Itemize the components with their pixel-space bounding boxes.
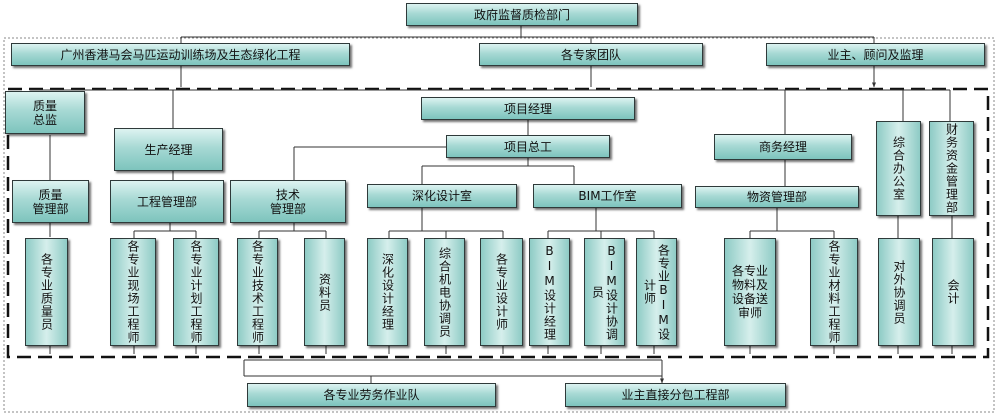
owner-consultant-box: 业主、顾问及监理	[766, 43, 985, 66]
staff-label: 各专业质量员	[39, 253, 54, 331]
staff-document-clerk: 资料员	[304, 238, 345, 346]
gov-supervision-box: 政府监督质检部门	[406, 3, 638, 26]
staff-mep-coordinator: 综合机电协调员	[424, 238, 465, 346]
materials-dept-box: 物资管理部	[695, 186, 859, 208]
staff-quality-inspector: 各专业质量员	[25, 238, 68, 346]
project-owner-box: 广州香港马会马匹运动训练场及生态绿化工程	[11, 43, 350, 66]
project-team-dashed-boundary	[6, 87, 990, 359]
outer-dotted-boundary	[3, 37, 995, 413]
production-manager-box: 生产经理	[114, 128, 223, 171]
staff-designer: 各专业设计师	[480, 238, 523, 346]
finance-dept-box: 财务资金管理部	[929, 121, 974, 216]
project-manager-box: 项目经理	[421, 97, 635, 120]
commercial-manager-box: 商务经理	[714, 134, 852, 160]
staff-bim-designer: 各专业BIM设计师	[636, 238, 677, 346]
staff-detail-design-manager: 深化设计经理	[367, 238, 408, 346]
staff-label: 深化设计经理	[380, 253, 395, 331]
admin-office-label: 综合办公室	[891, 136, 906, 201]
staff-label: 各专业物料及设备送审师	[731, 264, 768, 320]
staff-bim-coordinator: BIM设计协调员	[584, 238, 625, 346]
detail-design-room-box: 深化设计室	[367, 184, 517, 208]
technical-dept-box: 技术 管理部	[230, 180, 346, 223]
staff-label: 各专业BIM设计师	[642, 243, 671, 341]
staff-label: BIM设计经理	[542, 243, 557, 341]
staff-external-coordinator: 对外协调员	[878, 238, 920, 346]
bim-studio-box: BIM工作室	[533, 184, 682, 208]
staff-label: 综合机电协调员	[437, 246, 452, 338]
staff-label: 各专业现场工程师	[126, 240, 140, 344]
staff-label: 对外协调员	[892, 259, 906, 325]
expert-team-box: 各专家团队	[479, 43, 703, 66]
quality-dept-box: 质量 管理部	[12, 180, 89, 223]
owner-subcontract-box: 业主直接分包工程部	[565, 383, 786, 407]
staff-label: 会计	[946, 279, 960, 305]
staff-site-engineer: 各专业现场工程师	[110, 238, 156, 346]
staff-label: 各专业技术工程师	[250, 240, 265, 344]
staff-label: 资料员	[317, 272, 332, 312]
staff-materials-engineer: 各专业材料工程师	[810, 238, 858, 346]
finance-dept-label: 财务资金管理部	[944, 123, 959, 214]
staff-label: 各专业设计师	[494, 253, 509, 331]
labor-team-box: 各专业劳务作业队	[247, 383, 496, 407]
quality-director-box: 质量 总监	[5, 91, 85, 134]
chief-engineer-box: 项目总工	[446, 135, 610, 158]
staff-materials-submittal: 各专业物料及设备送审师	[724, 238, 776, 346]
staff-accountant: 会计	[932, 238, 974, 346]
staff-label: 各专业材料工程师	[827, 240, 841, 344]
staff-technical-engineer: 各专业技术工程师	[237, 238, 278, 346]
staff-bim-design-manager: BIM设计经理	[529, 238, 570, 346]
staff-planning-engineer: 各专业计划工程师	[173, 238, 219, 346]
engineering-dept-box: 工程管理部	[110, 180, 224, 223]
staff-label: 各专业计划工程师	[189, 240, 203, 344]
staff-label: BIM设计协调员	[590, 243, 619, 341]
admin-office-box: 综合办公室	[876, 121, 921, 216]
